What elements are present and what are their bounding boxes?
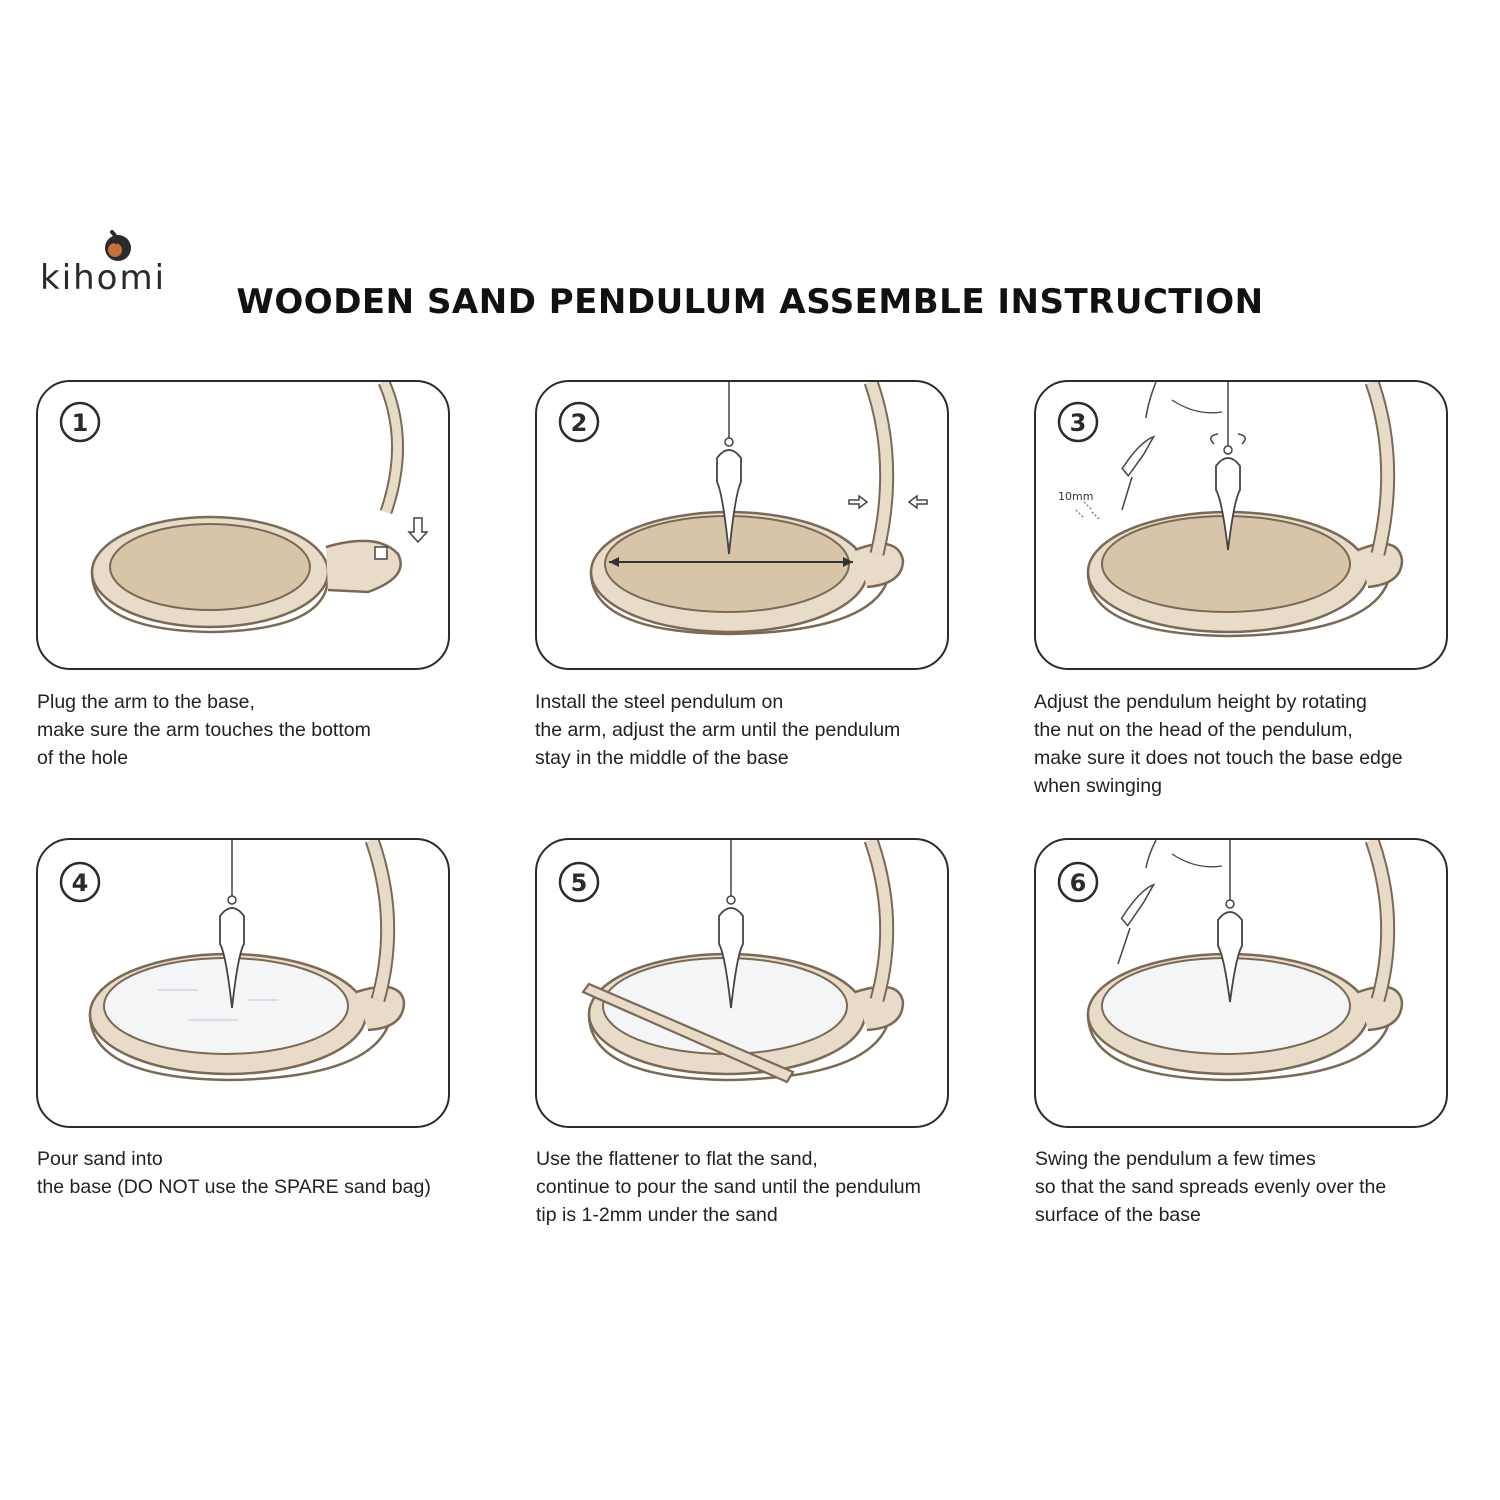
step-1-illustration: 1 — [59, 382, 429, 634]
step-4-panel: 4 — [36, 838, 450, 1128]
step-3-annotation: 10mm — [1058, 490, 1093, 503]
brand-name: kihomi — [40, 258, 167, 298]
step-3-panel: 10mm 3 — [1034, 380, 1448, 670]
step-6-caption: Swing the pendulum a few times so that t… — [1035, 1148, 1387, 1226]
step-4-caption: Pour sand into the base (DO NOT use the … — [37, 1148, 431, 1198]
step-4-number: 4 — [72, 869, 89, 897]
step-2-caption: Install the steel pendulum on the arm, a… — [535, 691, 901, 769]
brand-logo: kihomi — [40, 228, 190, 300]
step-1-panel: 1 — [36, 380, 450, 670]
step-5-number: 5 — [571, 869, 588, 897]
step-3-illustration: 10mm 3 — [1057, 382, 1404, 638]
step-4-illustration: 4 — [59, 840, 406, 1082]
step-6-illustration: 6 — [1057, 840, 1404, 1082]
step-2-illustration: 2 — [558, 382, 928, 636]
step-1-number: 1 — [72, 409, 89, 437]
page-title: WOODEN SAND PENDULUM ASSEMBLE INSTRUCTIO… — [236, 282, 1264, 322]
step-6-number: 6 — [1070, 869, 1087, 897]
step-5-panel: 5 — [535, 838, 949, 1128]
step-3-number: 3 — [1070, 409, 1087, 437]
step-1-caption: Plug the arm to the base, make sure the … — [37, 691, 371, 769]
step-5-caption: Use the flattener to flat the sand, cont… — [536, 1148, 921, 1226]
step-5-illustration: 5 — [558, 840, 905, 1084]
step-2-panel: 2 — [535, 380, 949, 670]
step-2-number: 2 — [571, 409, 588, 437]
flame-drop-icon — [105, 230, 131, 261]
step-3-caption: Adjust the pendulum height by rotating t… — [1034, 691, 1403, 797]
step-6-panel: 6 — [1034, 838, 1448, 1128]
